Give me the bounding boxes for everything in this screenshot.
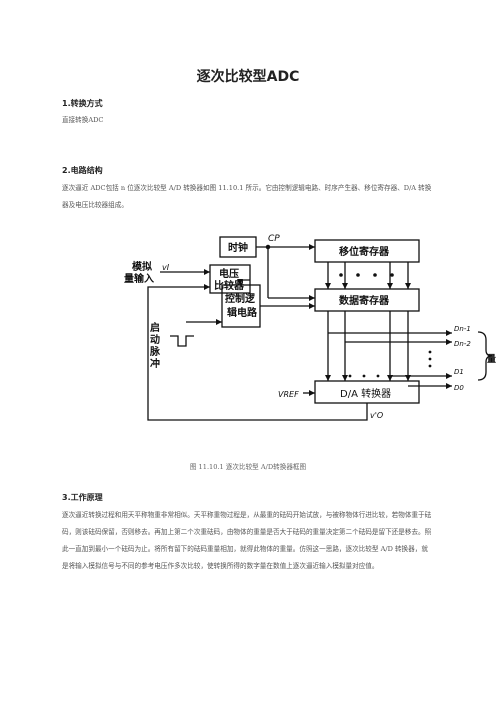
- dac-label: D/A 转换器: [340, 387, 391, 400]
- data-register-block: [314, 288, 420, 312]
- section-heading-working-principle: 3.工作原理: [62, 493, 103, 502]
- output-brace-label: 量: [487, 353, 496, 365]
- start-pulse-label-2: 动: [150, 333, 160, 346]
- vref-label: VREF: [278, 390, 299, 399]
- comparator-block: [209, 264, 251, 294]
- output-dn-1-label: Dn-1: [454, 325, 471, 333]
- start-pulse-label-3: 脉: [149, 345, 161, 358]
- output-dn-2-label: Dn-2: [454, 340, 471, 348]
- cp-label: CP: [268, 234, 280, 244]
- vi-label: vI: [162, 263, 170, 272]
- page-title: 逐次比较型ADC: [196, 69, 300, 85]
- comparator-label-2: 比较器: [214, 279, 245, 292]
- control-logic-label-2: 辑电路: [227, 306, 258, 319]
- section-body-circuit-structure: 逐次逼近 ADC包括 n 位逐次比较型 A/D 转换器如图 11.10.1 所示…: [62, 184, 432, 209]
- comparator-label-1: 电压: [219, 267, 239, 280]
- output-d1-label: D1: [454, 368, 464, 376]
- clock-label: 时钟: [228, 241, 248, 254]
- figure-caption: 图 11.10.1 逐次比较型 A/D转换器框图: [189, 463, 307, 471]
- section-heading-conversion-method: 1.转换方式: [62, 99, 103, 108]
- start-pulse-label-1: 启: [150, 321, 160, 334]
- control-logic-label-1: 控制逻: [225, 292, 256, 305]
- section-body-conversion-method: 直接转换ADC: [62, 116, 104, 124]
- section-body-working-principle: 逐次逼近转换过程和用天平称物重非常相似。天平称重物过程是，从最重的砝码开始试放，…: [62, 511, 432, 570]
- shift-register-block: [314, 239, 420, 263]
- data-register-label: 数据寄存器: [339, 294, 390, 307]
- analog-input-label-1: 模拟: [132, 260, 152, 273]
- section-heading-circuit-structure: 2.电路结构: [62, 166, 103, 175]
- vo-label: v'O: [370, 411, 383, 420]
- shift-register-label: 移位寄存器: [339, 245, 390, 258]
- analog-input-label-2: 量输入: [124, 272, 154, 285]
- start-pulse-label-4: 冲: [150, 357, 160, 370]
- output-d0-label: D0: [454, 384, 464, 392]
